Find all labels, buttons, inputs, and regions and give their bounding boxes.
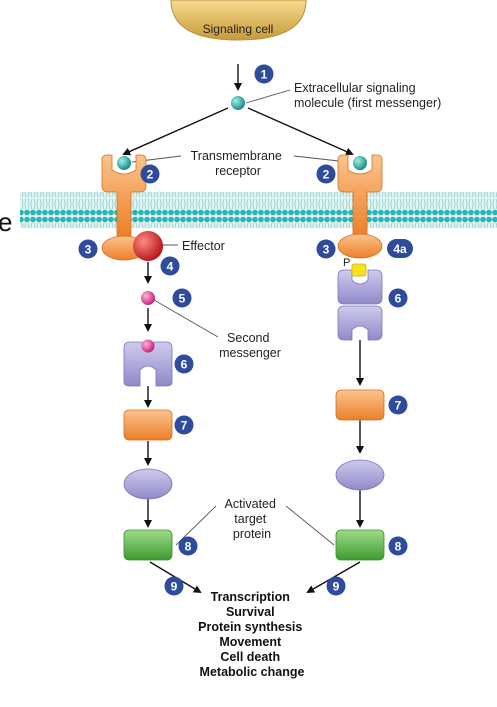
second-messenger-molecule: [141, 291, 155, 305]
svg-text:7: 7: [181, 419, 188, 433]
svg-text:2: 2: [147, 168, 154, 182]
svg-text:3: 3: [323, 243, 330, 257]
step-badge-5: 5: [172, 288, 192, 308]
edge-text: e: [0, 207, 12, 237]
phosphate-label: P: [343, 257, 350, 269]
svg-text:6: 6: [181, 358, 188, 372]
outcome-item: Transcription: [211, 590, 290, 604]
step-badge-8-right: 8: [388, 536, 408, 556]
ligand-right: [353, 156, 367, 170]
step-badge-8-left: 8: [178, 536, 198, 556]
step-badge-7-right: 7: [388, 395, 408, 415]
svg-text:5: 5: [179, 292, 186, 306]
step-badge-6-left: 6: [174, 354, 194, 374]
svg-text:3: 3: [85, 243, 92, 257]
step-badge-7-left: 7: [174, 415, 194, 435]
protein-7-right: [335, 389, 385, 421]
svg-text:9: 9: [333, 580, 340, 594]
first-messenger-molecule: [231, 96, 245, 110]
step-badge-4a: 4a: [387, 239, 413, 258]
step-badge-2-right: 2: [316, 164, 336, 184]
target-protein-right: [335, 529, 385, 561]
svg-text:2: 2: [323, 168, 330, 182]
step-badge-4: 4: [160, 256, 180, 276]
step-badge-3-left: 3: [78, 239, 98, 259]
step-badge-2-left: 2: [140, 164, 160, 184]
svg-text:9: 9: [171, 580, 178, 594]
oval-protein-left: [123, 468, 173, 500]
svg-text:4: 4: [167, 260, 174, 274]
step-badge-9-left: 9: [164, 576, 184, 596]
outcome-item: Metabolic change: [200, 665, 305, 679]
outcome-item: Cell death: [220, 650, 280, 664]
second-messenger-label: Second messenger: [219, 331, 281, 360]
effector: [133, 231, 163, 261]
kinase-left: [123, 339, 173, 387]
signaling-cell-label: Signaling cell: [203, 22, 274, 36]
svg-text:4a: 4a: [393, 242, 407, 256]
svg-text:7: 7: [395, 399, 402, 413]
svg-text:8: 8: [395, 540, 402, 554]
signaling-cell: Signaling cell: [170, 0, 307, 41]
svg-text:6: 6: [395, 292, 402, 306]
step-badge-6-right: 6: [388, 288, 408, 308]
step-badges: 1 2 2 3 3 4 4a 5 6 6 7 7 8 8 9 9: [78, 64, 413, 596]
svg-text:1: 1: [261, 68, 268, 82]
target-protein-label: Activated target protein: [225, 497, 280, 541]
target-protein-left: [123, 529, 173, 561]
step-badge-9-right: 9: [326, 576, 346, 596]
step-badge-3-right: 3: [316, 239, 336, 259]
outcome-item: Movement: [219, 635, 282, 649]
effector-label: Effector: [182, 239, 225, 253]
outcome-item: Protein synthesis: [198, 620, 302, 634]
phosphate-group: [351, 263, 367, 277]
outcome-list: Transcription Survival Protein synthesis…: [198, 590, 306, 679]
receptor-right: [337, 154, 383, 259]
plasma-membrane: [20, 192, 497, 228]
ligand-left: [117, 156, 131, 170]
receptor-label: Transmembrane receptor: [191, 149, 286, 178]
protein-7-left: [123, 409, 173, 441]
kinase-right: [337, 269, 383, 341]
step-badge-1: 1: [254, 64, 274, 84]
svg-text:8: 8: [185, 540, 192, 554]
oval-protein-right: [335, 459, 385, 491]
first-messenger-label: Extracellular signaling molecule (first …: [294, 81, 441, 110]
outcome-item: Survival: [226, 605, 275, 619]
